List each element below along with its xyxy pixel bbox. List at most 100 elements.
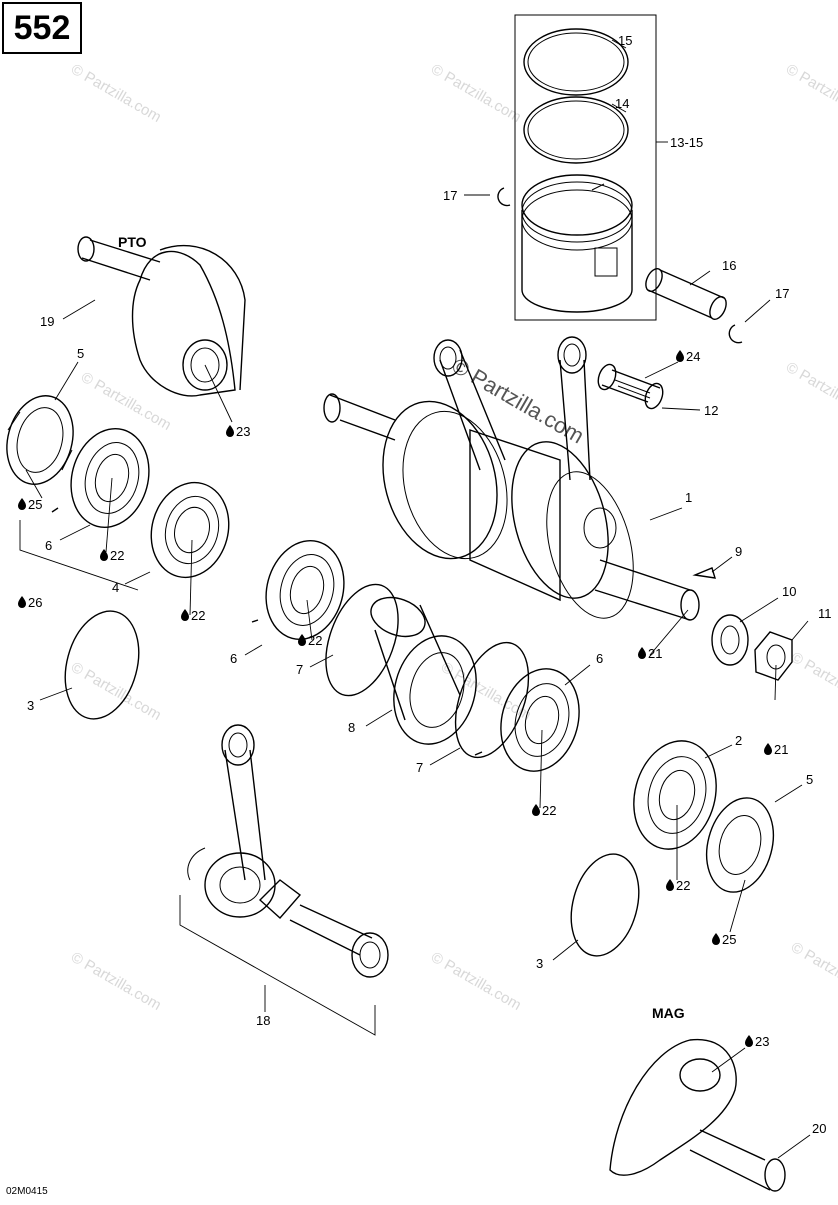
watermark-text: © Partzilla.com (68, 61, 164, 126)
o-ring-3a (64, 610, 140, 720)
piston-port (594, 247, 618, 277)
piston-ring-14 (523, 96, 629, 164)
watermark-text: © Partzilla.com (68, 659, 164, 724)
oil-drop-icon (532, 804, 540, 816)
circlip-17b (728, 324, 743, 344)
oil-drop-icon (764, 743, 772, 755)
watermark-text: © Partzilla.com (788, 649, 838, 714)
part-label: 14 (615, 96, 629, 111)
part-label: 20 (812, 1121, 826, 1136)
oil-drop-icon (18, 596, 26, 608)
watermark-text: © Partzilla.com (428, 949, 524, 1014)
oil-drop-icon (712, 933, 720, 945)
needle-bearing-12 (597, 363, 664, 410)
part-label: 22 (542, 803, 556, 818)
part-label: 7 (296, 662, 303, 677)
part-label: 4 (112, 580, 119, 595)
oil-drop-icon (100, 549, 108, 561)
page-number: 552 (13, 8, 71, 47)
piston-body (521, 210, 633, 313)
dowel-pin (51, 507, 59, 513)
piston-kit-frame (514, 14, 657, 321)
oil-seal-5b (705, 797, 775, 893)
part-label: 8 (348, 720, 355, 735)
oil-drop-icon (638, 647, 646, 659)
part-label: 12 (704, 403, 718, 418)
piston-pin-16 (645, 268, 743, 344)
piston-arrow (591, 183, 605, 191)
dowel-pin (474, 751, 483, 756)
leader-lines (19, 39, 811, 1159)
oil-seal-5a (6, 395, 74, 485)
center-watermark: © Partzilla.com (448, 353, 589, 449)
o-ring-3b (570, 853, 640, 957)
part-label: 24 (686, 349, 700, 364)
watermark-layer: © Partzilla.com © Partzilla.com © Partzi… (68, 61, 838, 1014)
part-number-labels: 15 14 13-15 17 16 17 19 23 24 12 5 25 6 … (27, 33, 832, 1136)
oil-drop-icon (676, 350, 684, 362)
piston-ring-15 (523, 28, 629, 96)
part-label: 23 (755, 1034, 769, 1049)
part-label: 22 (308, 633, 322, 648)
lock-washer-10 (711, 614, 749, 666)
part-label: 13-15 (670, 135, 703, 150)
diagram-code: 02M0415 (6, 1186, 48, 1197)
connecting-rod-a (439, 349, 506, 471)
part-label: 3 (536, 956, 543, 971)
woodruff-key-9 (692, 567, 716, 579)
mag-label: MAG (652, 1005, 685, 1021)
part-label: 6 (230, 651, 237, 666)
part-label: 9 (735, 544, 742, 559)
part-label: 18 (256, 1013, 270, 1028)
part-label: 25 (28, 497, 42, 512)
page-number-box: 552 (2, 2, 82, 54)
part-label: 26 (28, 595, 42, 610)
part-label: 6 (596, 651, 603, 666)
circlip-7b (454, 641, 530, 759)
oil-drop-icon (181, 609, 189, 621)
piston-ring-14-inner (527, 100, 625, 160)
part-label: 19 (40, 314, 54, 329)
part-label: 2 (735, 733, 742, 748)
part-label: 22 (110, 548, 124, 563)
piston-ring-groove (521, 181, 633, 243)
circlip-17a (497, 187, 511, 207)
connecting-rod-b (559, 359, 591, 481)
pto-crank-half-19 (77, 236, 246, 397)
crankshaft-assembly-1 (323, 336, 700, 621)
ball-bearing-4 (150, 481, 230, 579)
watermark-text: © Partzilla.com (438, 659, 534, 724)
part-label: 5 (77, 346, 84, 361)
part-label: 17 (443, 188, 457, 203)
part-label: 17 (775, 286, 789, 301)
piston-crown (521, 174, 633, 236)
connecting-rod-kit-18 (179, 724, 389, 1036)
mag-crank-half-20 (609, 1038, 786, 1192)
oil-drop-icon (666, 879, 674, 891)
hex-nut-11 (754, 631, 793, 681)
part-label: 21 (774, 742, 788, 757)
part-label: 5 (806, 772, 813, 787)
watermark-text: © Partzilla.com (428, 61, 524, 126)
ball-bearing-6a (70, 428, 150, 528)
ball-bearing-6b (265, 540, 345, 640)
part-label: 16 (722, 258, 736, 273)
dowel-pin (251, 619, 259, 623)
part-label: 15 (618, 33, 632, 48)
part-label: 1 (685, 490, 692, 505)
part-label: 3 (27, 698, 34, 713)
center-bearing-8 (370, 596, 477, 745)
oil-drop-icon (18, 498, 26, 510)
ball-bearing-6c (500, 668, 580, 772)
ball-bearing-2 (633, 740, 717, 850)
piston-ring-groove (521, 189, 633, 251)
part-label: 7 (416, 760, 423, 775)
watermark-text: © Partzilla.com (78, 369, 174, 434)
part-label: 21 (648, 646, 662, 661)
part-label: 22 (676, 878, 690, 893)
part-label: 25 (722, 932, 736, 947)
part-label: 11 (818, 606, 832, 621)
part-label: 10 (782, 584, 796, 599)
